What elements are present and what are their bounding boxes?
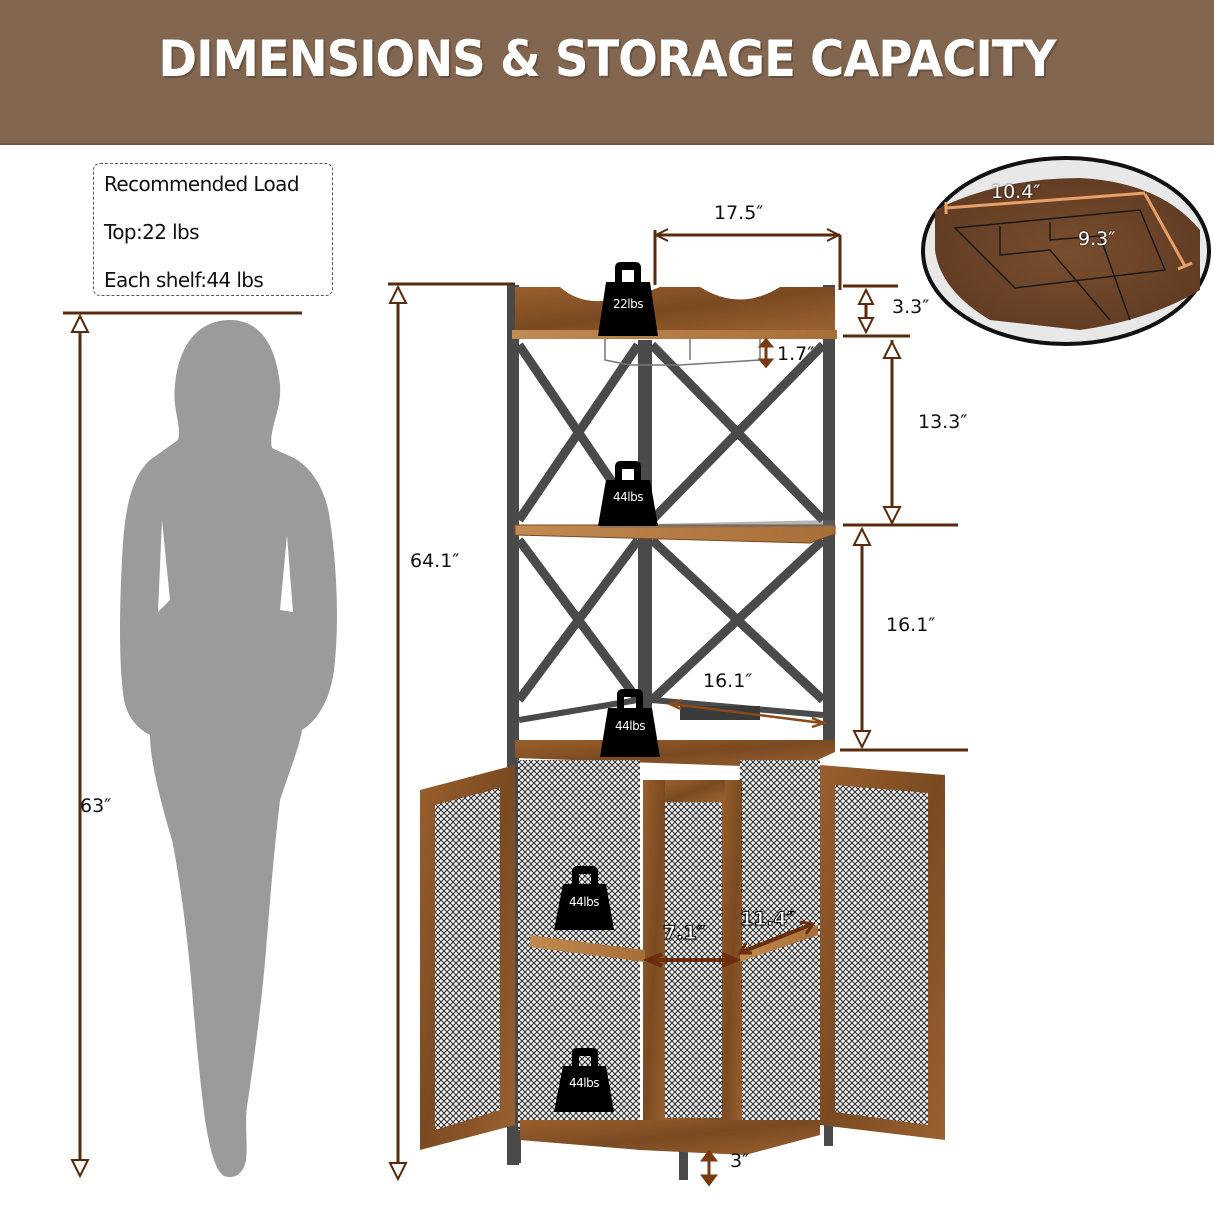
upper-shelf-gap-label: 13.3″ <box>918 411 968 433</box>
power-strip <box>680 706 760 720</box>
header-banner: DIMENSIONS & STORAGE CAPACITY <box>0 0 1214 145</box>
weight-icons <box>554 262 660 1112</box>
woman-silhouette <box>120 320 337 1178</box>
inset-rack-length-label: 10.4″ <box>991 181 1041 203</box>
top-width-label: 17.5″ <box>714 202 764 224</box>
silhouette-height-label: 63″ <box>80 795 112 817</box>
weight-label-top: 22lbs <box>613 297 643 311</box>
weight-label-countertop: 44lbs <box>615 719 645 733</box>
rack-1-7-dimension <box>757 337 775 369</box>
width-17-5-dimension <box>653 228 842 290</box>
leg-height-label: 3″ <box>730 1150 750 1172</box>
weight-icon-top <box>598 262 658 336</box>
shelf-load-label: Each shelf:44 lbs <box>104 268 264 292</box>
inner-front-width-label: 7.1″ <box>662 922 706 945</box>
total-height-label: 64.1″ <box>410 550 460 572</box>
shelf-depth-label: 16.1″ <box>703 670 753 692</box>
height-63-dimension <box>63 311 302 1179</box>
weight-icon-cabinet1 <box>554 866 614 930</box>
gap-13-3-dimension <box>843 339 958 527</box>
weight-icon-cabinet2 <box>554 1048 614 1112</box>
weight-label-cabinet-lower: 44lbs <box>569 1076 599 1090</box>
gap-16-1-dimension <box>840 526 968 752</box>
leg-3-dimension <box>700 1149 718 1187</box>
recommended-load-box: Recommended Load Top:22 lbs Each shelf:4… <box>93 163 333 296</box>
glass-rack-height-label: 1.7″ <box>777 343 815 365</box>
height-64-dimension <box>388 282 515 1182</box>
recommended-load-heading: Recommended Load <box>104 172 300 196</box>
page-title: DIMENSIONS & STORAGE CAPACITY <box>158 30 1057 88</box>
top-rail-height-label: 3.3″ <box>892 296 930 318</box>
rail-3-3-dimension <box>843 284 910 338</box>
weight-icon-shelf1 <box>598 461 658 526</box>
upper-shelf <box>514 524 836 544</box>
lower-cabinet <box>420 760 945 1155</box>
top-load-label: Top:22 lbs <box>104 220 200 244</box>
depth-16-1-dimension <box>666 698 828 729</box>
middle-shelf-gap-label: 16.1″ <box>886 614 936 636</box>
inner-side-depth-label: 11.4″ <box>739 908 796 931</box>
inner-dimensions <box>642 920 816 968</box>
weight-label-cabinet-upper: 44lbs <box>569 895 599 909</box>
top-rail <box>515 287 835 330</box>
glass-rack-inset <box>921 156 1211 346</box>
weight-icon-countertop <box>600 689 660 757</box>
inset-rack-width-label: 9.3″ <box>1078 228 1116 250</box>
weight-label-shelf: 44lbs <box>613 490 643 504</box>
